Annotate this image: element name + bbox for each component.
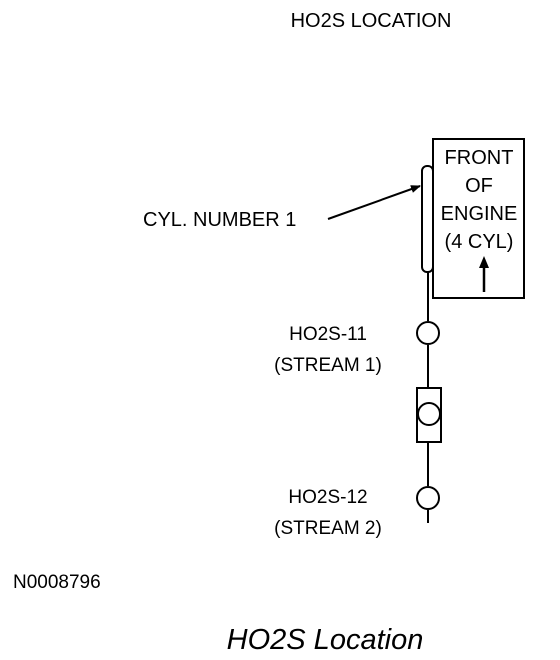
- front-direction-arrowhead-icon: [479, 256, 489, 268]
- sensor-1-name-label: HO2S-11: [289, 324, 367, 345]
- figure-caption: HO2S Location: [227, 624, 424, 656]
- cylinder-leader-arrow-icon: [327, 185, 421, 220]
- engine-box-line-1: FRONT: [445, 147, 514, 169]
- exhaust-manifold: [421, 165, 434, 273]
- figure-code: N0008796: [13, 572, 101, 593]
- engine-box-line-4: (4 CYL): [445, 231, 514, 253]
- engine-box: [432, 138, 525, 299]
- engine-box-line-3: ENGINE: [441, 203, 518, 225]
- cylinder-number-label: CYL. NUMBER 1: [143, 209, 296, 231]
- sensor-2-stream-label: (STREAM 2): [274, 518, 382, 539]
- upstream-sensor-icon: [416, 321, 440, 345]
- catalyst-element-icon: [417, 402, 441, 426]
- engine-box-line-2: OF: [465, 175, 493, 197]
- sensor-1-stream-label: (STREAM 1): [274, 355, 382, 376]
- sensor-2-name-label: HO2S-12: [288, 487, 367, 508]
- downstream-sensor-icon: [416, 486, 440, 510]
- diagram-title: HO2S LOCATION: [291, 10, 452, 32]
